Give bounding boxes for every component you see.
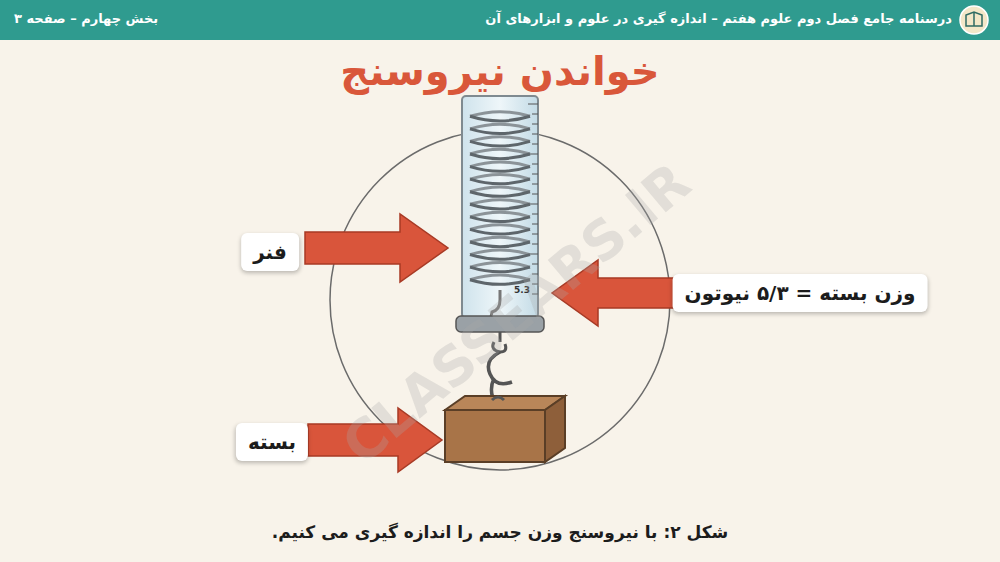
scale-base xyxy=(456,316,544,332)
coil-front xyxy=(470,267,530,272)
scale-tube xyxy=(462,96,538,318)
tick xyxy=(532,274,538,275)
tick xyxy=(532,144,538,145)
header-page: بخش چهارم – صفحه ۳ xyxy=(14,11,158,26)
coil-front xyxy=(470,255,530,260)
coil-back xyxy=(470,275,530,280)
coil-back xyxy=(470,149,530,154)
box-side xyxy=(545,396,565,462)
title: خواندن نیروسنج xyxy=(0,48,1000,94)
watermark: CLASSEARS.IR xyxy=(330,150,702,476)
label-text: بسته xyxy=(248,430,296,454)
tick xyxy=(532,244,538,245)
tick xyxy=(532,194,538,195)
coil-front xyxy=(470,217,530,222)
tick xyxy=(532,214,538,215)
coil-back xyxy=(470,237,530,242)
tick xyxy=(532,114,538,115)
coil-front xyxy=(470,192,530,197)
coil-front xyxy=(470,179,530,184)
logo xyxy=(960,6,988,34)
coil-front xyxy=(470,229,530,234)
coil-back xyxy=(470,124,530,129)
label-box: وزن بسته = ۵/۳ نیوتون xyxy=(673,274,928,312)
coil-front xyxy=(470,154,530,159)
tick xyxy=(532,264,538,265)
label-box: فنر xyxy=(241,233,299,271)
coil-front xyxy=(470,242,530,247)
coil-back xyxy=(470,187,530,192)
tick xyxy=(532,234,538,235)
scale-reading: 5.3 xyxy=(514,285,530,295)
label-text: وزن بسته = ۵/۳ نیوتون xyxy=(685,281,916,305)
coil-front xyxy=(470,280,530,285)
coil-back xyxy=(470,250,530,255)
coil-back xyxy=(470,200,530,205)
arrow-weight xyxy=(552,260,680,326)
tick xyxy=(532,134,538,135)
arrow-spring xyxy=(305,214,448,282)
coil-back xyxy=(470,175,530,180)
tick xyxy=(532,224,538,225)
caption: شکل ۲: با نیروسنج وزن جسم را اندازه گیری… xyxy=(0,522,1000,542)
coil-front xyxy=(470,116,530,121)
tick xyxy=(532,174,538,175)
tick xyxy=(532,164,538,165)
coil-front xyxy=(470,129,530,134)
box-eye xyxy=(492,397,504,400)
logo-book xyxy=(966,12,982,26)
box-front xyxy=(445,410,545,462)
tick xyxy=(532,284,538,285)
coil-back xyxy=(470,212,530,217)
header-band: درسنامه جامع فصل دوم علوم هفتم – اندازه … xyxy=(0,0,1000,40)
coil-front xyxy=(470,141,530,146)
tick xyxy=(528,104,538,105)
coil-back xyxy=(470,225,530,230)
coil-front xyxy=(470,167,530,172)
coil-back xyxy=(470,162,530,167)
tick xyxy=(532,294,538,295)
coil-back xyxy=(470,112,530,117)
coil-back xyxy=(470,263,530,268)
label-box: بسته xyxy=(236,423,308,461)
coil-front xyxy=(470,204,530,209)
spring-coils xyxy=(470,112,530,285)
arrow-box xyxy=(308,408,442,472)
coil-back xyxy=(470,137,530,142)
hook-top xyxy=(493,332,506,352)
label-text: فنر xyxy=(253,240,287,264)
header-title: درسنامه جامع فصل دوم علوم هفتم – اندازه … xyxy=(485,11,952,26)
header-band-bg xyxy=(0,0,1000,40)
tick xyxy=(532,124,538,125)
tick xyxy=(532,184,538,185)
